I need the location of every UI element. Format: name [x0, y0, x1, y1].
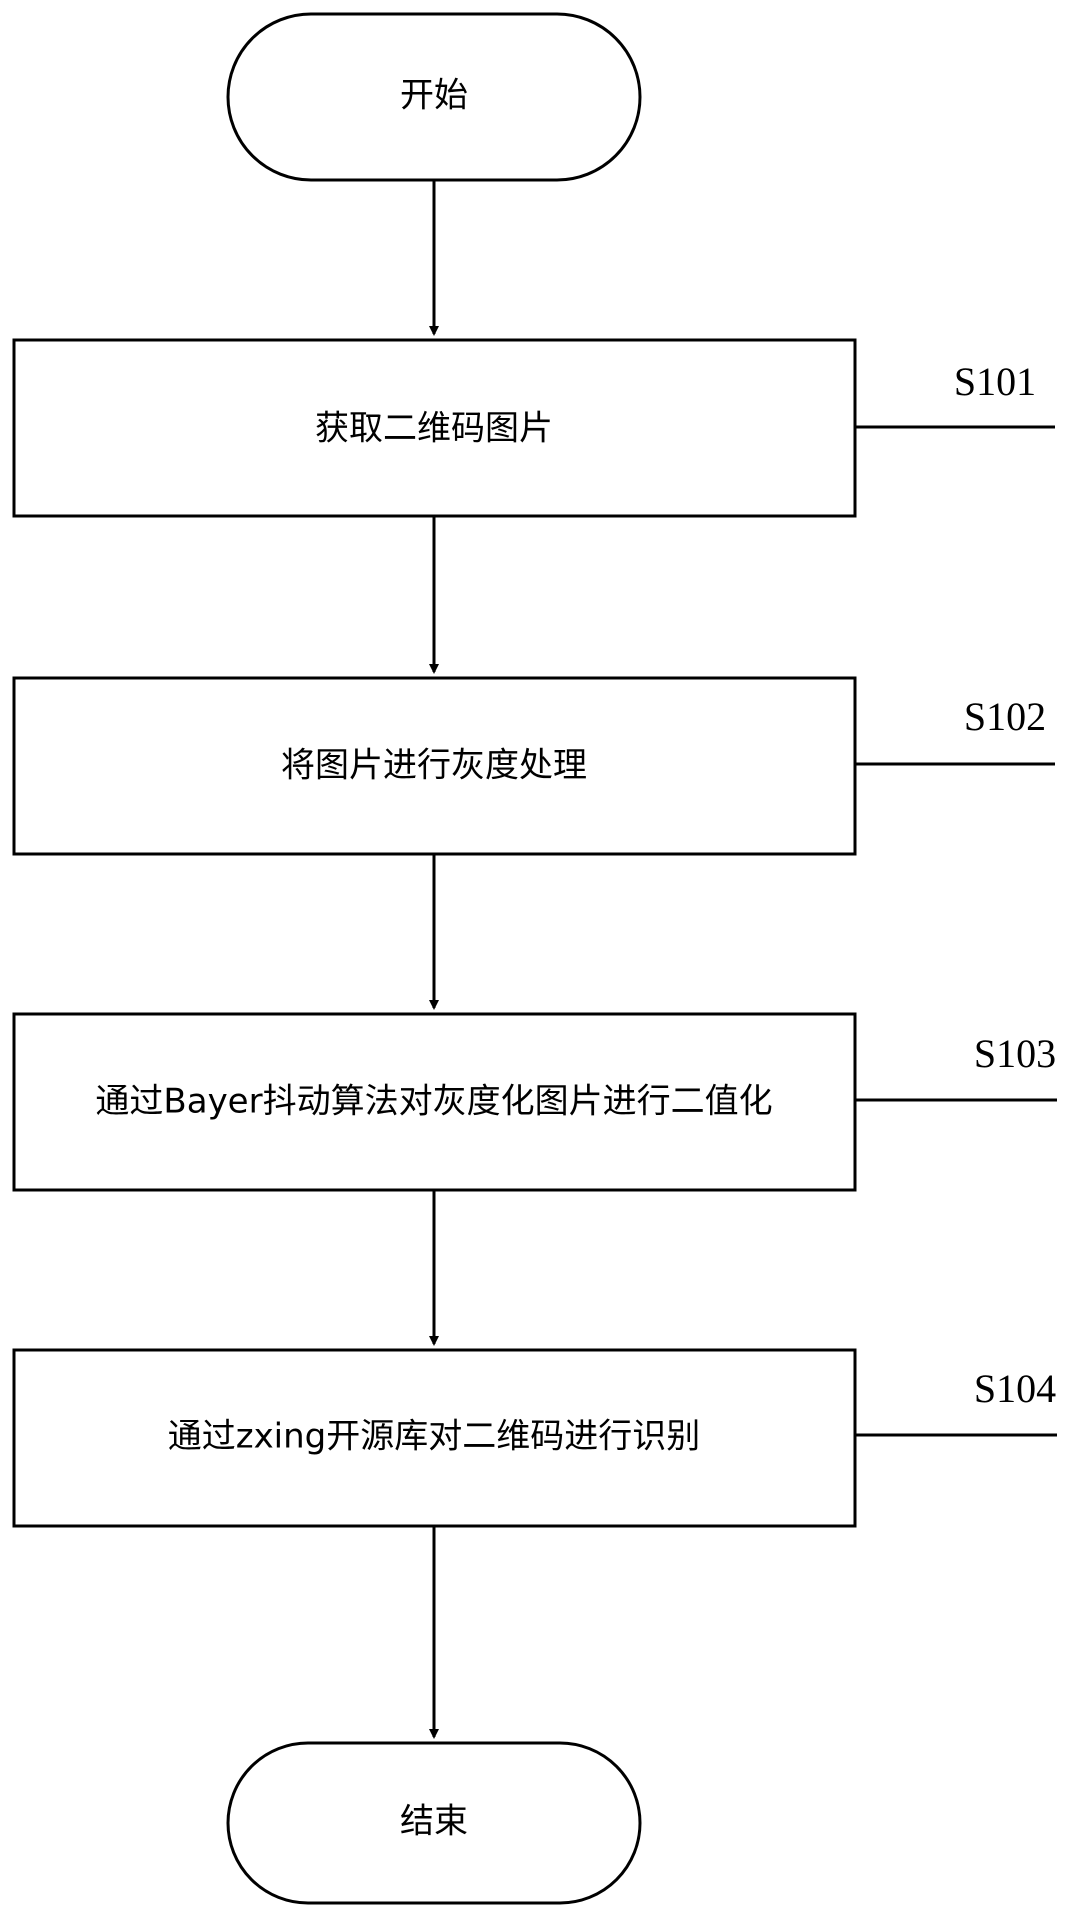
step-s101-id: S101 — [954, 359, 1036, 404]
step-s101-label: 获取二维码图片 — [315, 409, 553, 449]
step-s103-id: S103 — [974, 1031, 1056, 1076]
end-terminal: 结束 — [226, 1741, 642, 1905]
step-s103: 通过Bayer抖动算法对灰度化图片进行二值化 S103 — [12, 1012, 1057, 1192]
step-s104-label: 通过zxing开源库对二维码进行识别 — [168, 1417, 701, 1457]
end-label: 结束 — [400, 1802, 468, 1842]
step-s101: 获取二维码图片 S101 — [12, 338, 1055, 518]
step-s102-label: 将图片进行灰度处理 — [281, 746, 587, 786]
step-s102: 将图片进行灰度处理 S102 — [12, 676, 1055, 856]
step-s102-box — [12, 676, 857, 856]
step-s102-id: S102 — [964, 694, 1046, 739]
start-terminal: 开始 — [226, 12, 642, 182]
step-s104: 通过zxing开源库对二维码进行识别 S104 — [12, 1348, 1057, 1528]
step-s101-box — [12, 338, 857, 518]
step-s103-box — [12, 1012, 857, 1192]
step-s104-box — [12, 1348, 857, 1528]
step-s104-id: S104 — [974, 1366, 1056, 1411]
start-label: 开始 — [400, 76, 468, 116]
step-s103-label: 通过Bayer抖动算法对灰度化图片进行二值化 — [95, 1082, 772, 1122]
end-shape — [226, 1741, 642, 1905]
